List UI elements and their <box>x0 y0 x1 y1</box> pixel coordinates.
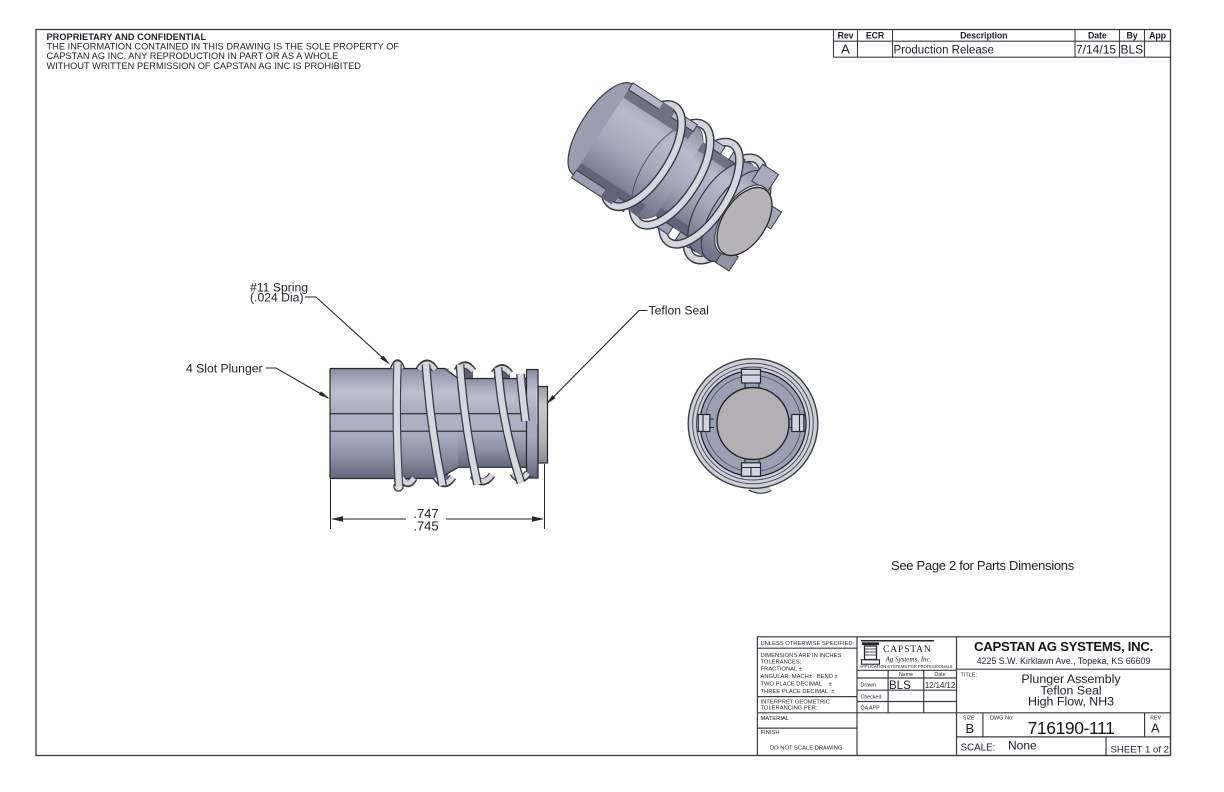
svg-text:CAPSTAN AG SYSTEMS, INC.: CAPSTAN AG SYSTEMS, INC. <box>974 639 1153 654</box>
svg-text:Date: Date <box>1088 30 1107 40</box>
svg-text:FRACTIONAL ±: FRACTIONAL ± <box>761 667 802 673</box>
svg-text:Checked: Checked <box>861 694 882 700</box>
svg-text:SHEET 1 of 2: SHEET 1 of 2 <box>1111 744 1169 755</box>
svg-text:WITHOUT WRITTEN PERMISSION OF: WITHOUT WRITTEN PERMISSION OF CAPSTAN AG… <box>47 61 362 71</box>
svg-text:DWG No:: DWG No: <box>990 715 1014 721</box>
svg-text:MATERIAL: MATERIAL <box>761 716 790 722</box>
svg-text:DIMENSIONS ARE IN INCHES: DIMENSIONS ARE IN INCHES <box>761 653 842 659</box>
svg-text:REV: REV <box>1150 715 1161 721</box>
svg-text:A: A <box>1151 720 1160 735</box>
svg-text:PROPRIETARY AND CONFIDENTIAL: PROPRIETARY AND CONFIDENTIAL <box>47 32 207 42</box>
svg-text:DO NOT SCALE DRAWING: DO NOT SCALE DRAWING <box>770 746 843 752</box>
svg-text:A: A <box>841 42 850 57</box>
svg-text:APPLICATION SYSTEMS FOR PROFES: APPLICATION SYSTEMS FOR PROFESSIONALS <box>860 664 953 669</box>
svg-text:Teflon Seal: Teflon Seal <box>1040 683 1101 697</box>
svg-text:ECR: ECR <box>866 30 885 40</box>
svg-text:Rev: Rev <box>838 30 854 40</box>
svg-text:TWO PLACE DECIMAL ±: TWO PLACE DECIMAL ± <box>761 681 832 687</box>
svg-text:TITLE:: TITLE: <box>961 672 978 678</box>
svg-text:Date: Date <box>934 672 945 678</box>
svg-text:FINISH: FINISH <box>761 730 780 736</box>
svg-text:#11 Spring: #11 Spring <box>250 281 308 295</box>
svg-text:Description: Description <box>960 30 1007 40</box>
svg-text:7/14/15: 7/14/15 <box>1076 42 1116 56</box>
svg-text:BLS: BLS <box>889 680 911 692</box>
svg-text:INTERPRET GEOMETRIC: INTERPRET GEOMETRIC <box>761 700 830 706</box>
svg-text:High Flow, NH3: High Flow, NH3 <box>1028 695 1114 709</box>
svg-text:UNLESS OTHERWISE SPECIFIED:: UNLESS OTHERWISE SPECIFIED: <box>761 641 855 647</box>
svg-text:.745: .745 <box>413 519 438 534</box>
svg-text:B: B <box>966 721 975 736</box>
svg-text:.747: .747 <box>413 506 438 521</box>
svg-text:12/14/12: 12/14/12 <box>925 681 955 690</box>
svg-text:Plunger Assembly: Plunger Assembly <box>1021 672 1121 686</box>
svg-text:Production Release: Production Release <box>894 44 994 56</box>
svg-text:Ag Systems, Inc.: Ag Systems, Inc. <box>885 656 932 664</box>
svg-text:4225 S.W. Kirklawn Ave., Topek: 4225 S.W. Kirklawn Ave., Topeka, KS 6660… <box>977 656 1151 666</box>
svg-text:Drawn: Drawn <box>861 682 876 688</box>
svg-text:CAPSTAN: CAPSTAN <box>883 644 932 655</box>
svg-text:CAPSTAN AG INC. ANY REPRODUCTI: CAPSTAN AG INC. ANY REPRODUCTION IN PART… <box>47 51 339 61</box>
svg-text:4 Slot Plunger: 4 Slot Plunger <box>186 362 263 376</box>
svg-text:None: None <box>1008 738 1037 752</box>
svg-text:TOLERANCES:: TOLERANCES: <box>761 660 802 666</box>
svg-text:TOLERANCING PER:: TOLERANCING PER: <box>761 706 818 712</box>
svg-text:SIZE: SIZE <box>963 715 975 721</box>
svg-text:See Page 2 for Parts Dimension: See Page 2 for Parts Dimensions <box>891 558 1075 573</box>
svg-text:THE INFORMATION CONTAINED IN T: THE INFORMATION CONTAINED IN THIS DRAWIN… <box>47 42 400 52</box>
svg-text:(.024 Dia): (.024 Dia) <box>250 291 304 305</box>
svg-text:App: App <box>1149 30 1167 40</box>
svg-text:SCALE:: SCALE: <box>961 742 996 753</box>
svg-text:BLS: BLS <box>1121 42 1144 56</box>
svg-text:QA APP: QA APP <box>861 706 881 712</box>
svg-text:THREE PLACE DECIMAL ±: THREE PLACE DECIMAL ± <box>761 689 835 695</box>
svg-text:Teflon Seal: Teflon Seal <box>649 304 709 318</box>
svg-text:Name: Name <box>899 672 913 678</box>
svg-text:ANGULAR: MACH± BEND ±: ANGULAR: MACH± BEND ± <box>761 674 838 680</box>
svg-text:By: By <box>1126 30 1137 40</box>
svg-text:716190-111: 716190-111 <box>1028 718 1115 738</box>
